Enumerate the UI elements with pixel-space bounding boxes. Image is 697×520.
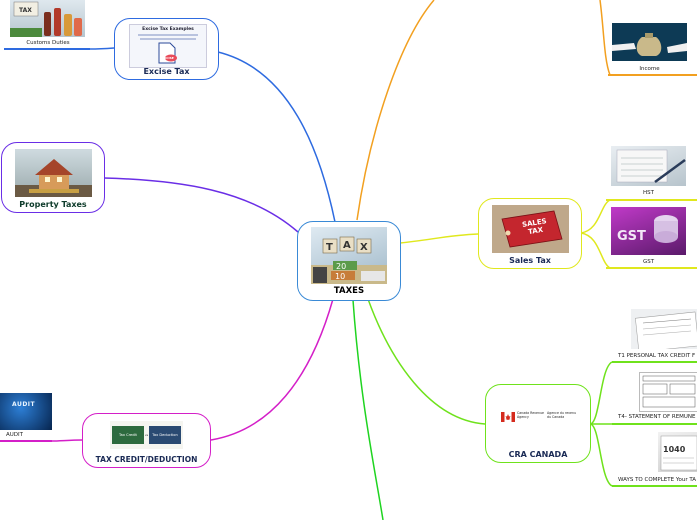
tax-vs: vs (144, 433, 149, 437)
branch-cra-canada[interactable]: Canada Revenue Agency Agence du revenu d… (485, 384, 591, 463)
sales-tag-icon (501, 210, 563, 248)
svg-text:T: T (326, 242, 333, 253)
audit-label: AUDIT (6, 432, 24, 438)
leaf-t1-form[interactable]: T1 PERSONAL TAX CREDIT F (615, 309, 697, 361)
ways-underline (612, 485, 697, 487)
excise-image: Excise Tax Examples EXCISE (129, 24, 207, 68)
link-t1 (589, 361, 613, 425)
leaf-hst[interactable]: HST (610, 146, 697, 198)
link-hst (580, 199, 611, 234)
sales-tax-image: SALES TAX (492, 205, 569, 253)
income-label: Income (639, 66, 660, 72)
branch-excise-tax[interactable]: Excise Tax Examples EXCISE Excise Tax (114, 18, 219, 80)
tax-deduction-box: Tax Deduction (149, 426, 181, 444)
link-income (599, 0, 611, 76)
house-icon (15, 159, 92, 197)
link-property (103, 177, 299, 233)
link-sales (399, 233, 479, 244)
link-excise (217, 51, 336, 223)
hst-label: HST (643, 190, 654, 196)
svg-text:20: 20 (336, 262, 346, 271)
audit-underline (0, 440, 52, 442)
t4-label: T4- STATEMENT OF REMUNE (618, 414, 696, 420)
tax-form-pen-icon (616, 149, 686, 184)
customs-underline (4, 48, 90, 50)
svg-text:A: A (343, 240, 351, 251)
bottles-icon: TAX (10, 1, 82, 37)
leaf-income[interactable]: Income (612, 23, 697, 73)
hst-image (611, 146, 686, 186)
audit-image-text: AUDIT (12, 401, 36, 408)
excise-image-caption: EXCISE (162, 56, 174, 60)
svg-text:1040: 1040 (663, 445, 686, 454)
svg-text:TAX: TAX (19, 7, 32, 14)
link-cra (367, 298, 486, 425)
ways-image: 1040 (658, 432, 697, 472)
gst-underline (606, 267, 697, 269)
cra-text-en: Canada Revenue Agency (517, 411, 545, 419)
cra-text-fr: Agence du revenu du Canada (547, 411, 577, 419)
canada-flag-icon (501, 412, 515, 422)
tax-blocks-icon: T A X 20 10 (311, 236, 387, 284)
document-icon (158, 42, 177, 64)
tax-credit-image: Tax Credit vs Tax Deduction (110, 421, 183, 449)
income-image (612, 23, 687, 61)
gst-label: GST (642, 259, 655, 265)
sales-tax-label: Sales Tax (509, 256, 551, 265)
branch-tax-credit-deduction[interactable]: Tax Credit vs Tax Deduction TAX CREDIT/D… (82, 413, 211, 468)
ways-label: WAYS TO COMPLETE Your TA (618, 477, 697, 483)
gst-image-text: GST (617, 229, 646, 244)
cra-label: CRA CANADA (508, 450, 568, 459)
t1-form-icon (635, 311, 697, 349)
svg-text:X: X (360, 242, 368, 253)
leaf-audit[interactable]: AUDIT AUDIT (0, 393, 52, 439)
excise-image-title: Excise Tax Examples (142, 27, 194, 32)
leaf-ways-to-complete[interactable]: 1040 WAYS TO COMPLETE Your TA (615, 432, 697, 484)
link-customs (89, 47, 115, 50)
link-bottom (352, 299, 384, 520)
gst-image: GST (611, 207, 686, 255)
t4-image (639, 372, 697, 412)
link-tax-credit (210, 298, 334, 441)
link-audit (51, 439, 83, 442)
money-bag-icon (612, 33, 687, 56)
income-underline (608, 74, 697, 76)
leaf-gst[interactable]: GST GST (610, 207, 697, 267)
root-node-taxes[interactable]: T A X 20 10 TAXES (297, 221, 401, 301)
t1-label: T1 PERSONAL TAX CREDIT F (618, 353, 696, 359)
branch-property-taxes[interactable]: Property Taxes (1, 142, 105, 213)
link-top (356, 0, 435, 221)
customs-image: TAX (10, 0, 85, 37)
t1-image (631, 309, 697, 349)
leaf-t4-statement[interactable]: T4- STATEMENT OF REMUNE (615, 372, 697, 422)
coins-icon (654, 215, 678, 243)
customs-label: Customs Duties (26, 40, 70, 46)
t1-underline (612, 361, 697, 363)
taxes-image: T A X 20 10 (311, 227, 387, 284)
t4-underline (612, 423, 697, 425)
tax-form-1040-icon: 1040 (660, 435, 697, 471)
excise-label: Excise Tax (143, 67, 190, 76)
svg-text:10: 10 (335, 272, 345, 281)
link-gst (580, 232, 611, 269)
link-ways (589, 423, 613, 487)
branch-sales-tax[interactable]: SALES TAX Sales Tax (478, 198, 582, 269)
root-label: TAXES (333, 286, 365, 296)
property-label: Property Taxes (19, 200, 87, 209)
t4-form-icon (642, 375, 696, 408)
tax-credit-label: TAX CREDIT/DEDUCTION (95, 455, 198, 464)
cra-image: Canada Revenue Agency Agence du revenu d… (499, 407, 577, 427)
property-image (15, 149, 92, 197)
tax-credit-box: Tax Credit (112, 426, 144, 444)
leaf-customs-duties[interactable]: TAX Customs Duties (10, 0, 86, 48)
audit-image: AUDIT (0, 393, 52, 430)
hst-underline (606, 199, 697, 201)
